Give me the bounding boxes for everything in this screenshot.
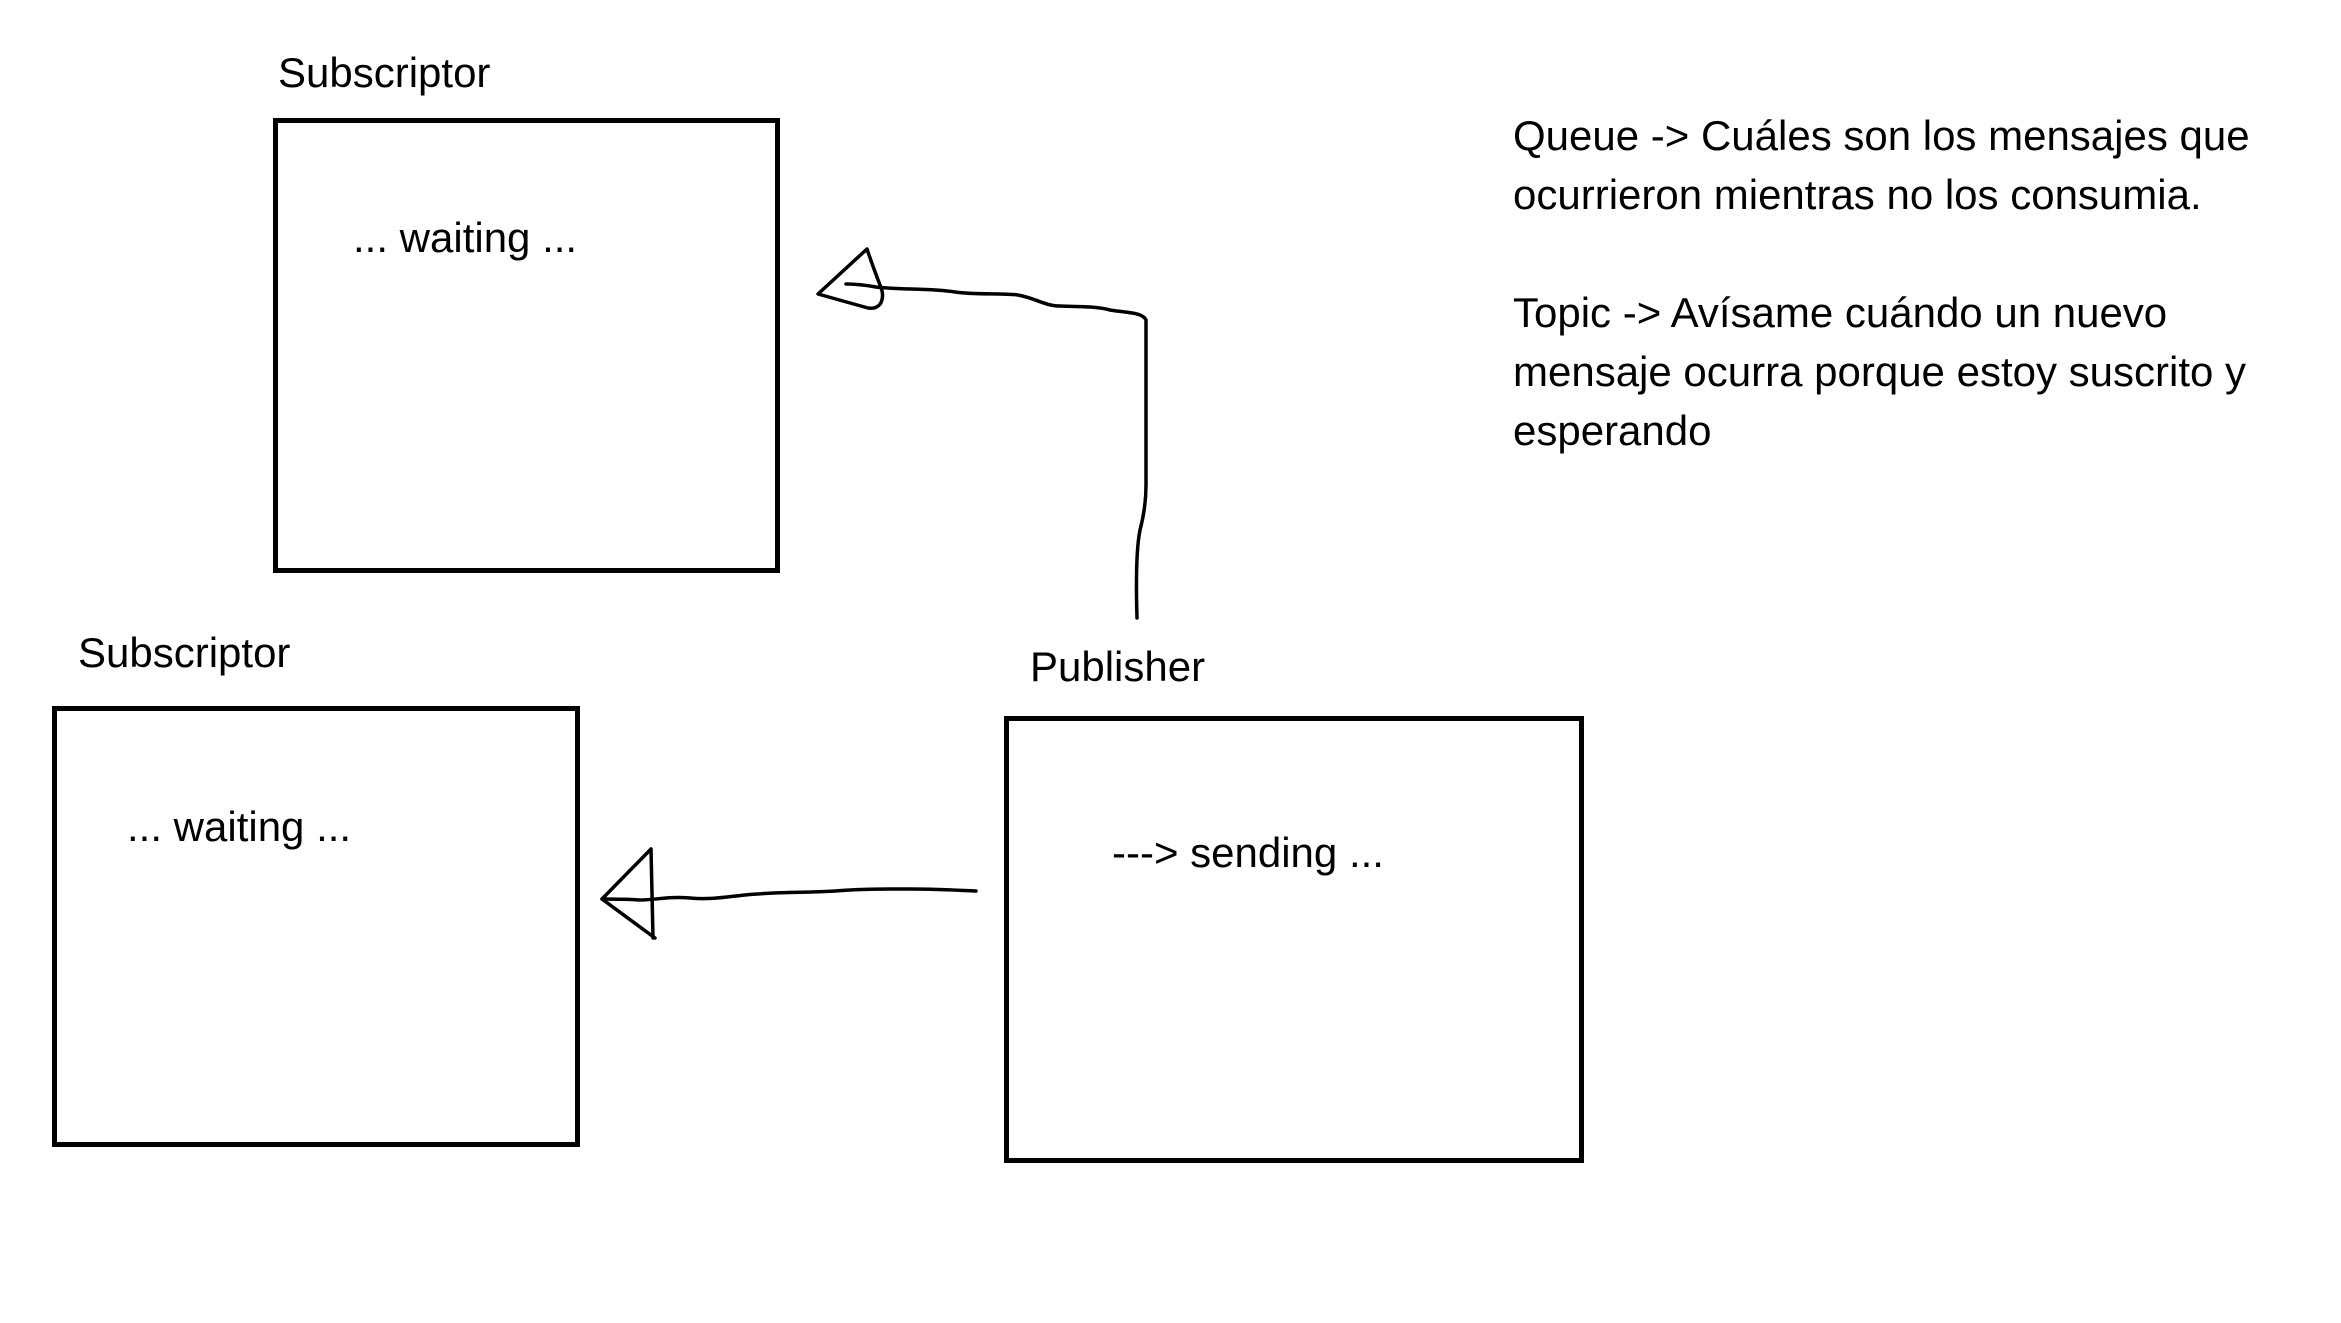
arrow-to-top-subscriber — [816, 247, 1148, 620]
arrow-to-bottom-subscriber-line — [600, 887, 978, 902]
notes-block: Queue -> Cuáles son los mensajes que ocu… — [1513, 106, 2313, 460]
subscriber-top-status: ... waiting ... — [353, 214, 578, 261]
publisher-status: ---> sending ... — [1112, 829, 1384, 876]
subscriber-bottom-status: ... waiting ... — [127, 803, 352, 850]
arrow-to-top-subscriber-head — [816, 247, 885, 310]
subscriber-top-box: ... waiting ... — [273, 118, 780, 573]
note-spacer — [1513, 224, 2313, 283]
arrow-to-bottom-subscriber — [600, 847, 978, 940]
arrow-to-bottom-subscriber-head — [600, 847, 657, 940]
subscriber-top-title: Subscriptor — [278, 49, 491, 96]
arrow-to-top-subscriber-line — [844, 282, 1148, 620]
subscriber-bottom-box: ... waiting ... — [52, 706, 580, 1147]
publisher-box: ---> sending ... — [1004, 716, 1584, 1163]
publisher-title: Publisher — [1030, 643, 1206, 690]
subscriber-bottom-title: Subscriptor — [78, 629, 291, 676]
note-queue: Queue -> Cuáles son los mensajes que ocu… — [1513, 112, 2250, 218]
note-topic: Topic -> Avísame cuándo un nuevo mensaje… — [1513, 289, 2247, 454]
